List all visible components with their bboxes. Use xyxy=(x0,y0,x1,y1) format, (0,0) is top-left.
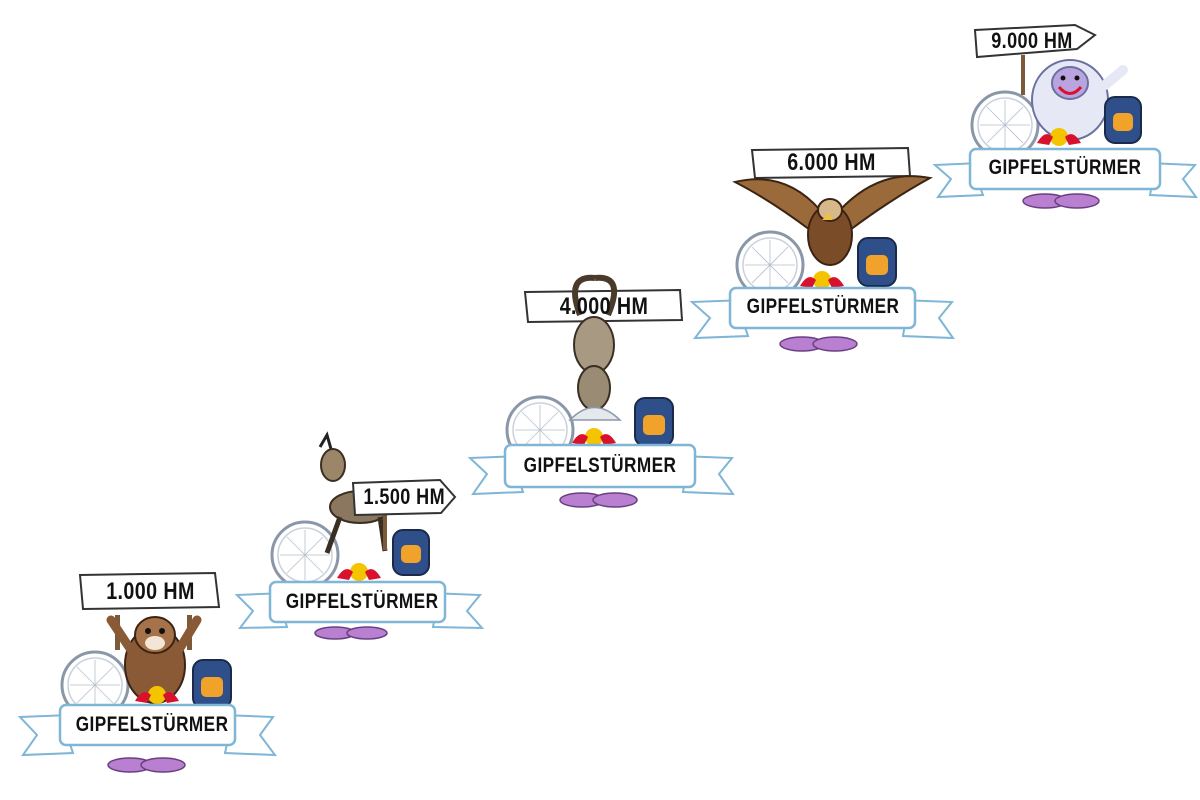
badge-4000-illustration xyxy=(467,274,735,508)
shoes-icon xyxy=(559,492,638,508)
red-bull-logo xyxy=(337,563,381,581)
badge-title: GIPFELSTÜRMER xyxy=(523,454,677,477)
shoes-icon xyxy=(314,626,388,640)
ibex-icon xyxy=(568,274,622,421)
badge-title: GIPFELSTÜRMER xyxy=(746,295,900,318)
banner-ribbon xyxy=(689,286,955,340)
altitude-label: 9.000 HM xyxy=(991,28,1073,53)
backpack-icon xyxy=(1104,96,1142,144)
altitude-label: 1.000 HM xyxy=(106,578,195,605)
backpack-icon xyxy=(392,529,430,576)
badge-1500-hm: 1.500 HM GIPFELSTÜRMER xyxy=(234,431,485,645)
backpack-icon xyxy=(634,397,674,447)
badge-1500-illustration xyxy=(234,431,485,640)
yeti-icon xyxy=(1031,59,1128,141)
badge-title: GIPFELSTÜRMER xyxy=(285,590,439,613)
red-bull-logo xyxy=(1037,128,1081,146)
altitude-label: 1.500 HM xyxy=(363,484,446,509)
badge-9000-hm: 9.000 HM GIPFELSTÜRMER xyxy=(932,5,1199,215)
shoes-icon xyxy=(107,757,186,773)
banner-ribbon xyxy=(17,703,278,757)
badge-title: GIPFELSTÜRMER xyxy=(988,156,1142,179)
eagle-icon xyxy=(732,175,933,266)
badge-title: GIPFELSTÜRMER xyxy=(75,713,229,736)
badge-6000-illustration xyxy=(689,146,955,352)
backpack-icon xyxy=(192,659,232,709)
badge-1000-illustration xyxy=(17,571,278,773)
marmot-icon xyxy=(106,615,202,704)
badge-1000-hm: 1.000 HM GIPFELSTÜRMER xyxy=(15,565,280,790)
bicycle-wheel-icon xyxy=(60,650,130,720)
red-bull-logo xyxy=(135,686,179,704)
badge-6000-hm: 6.000 HM GIPFELSTÜRMER xyxy=(689,140,955,365)
red-bull-logo xyxy=(572,428,616,446)
bicycle-wheel-icon xyxy=(970,90,1040,160)
badge-9000-illustration xyxy=(932,23,1199,209)
backpack-icon xyxy=(857,237,897,287)
red-bull-logo xyxy=(800,271,844,289)
banner-ribbon xyxy=(234,580,485,630)
banner-ribbon xyxy=(467,443,735,496)
shoes-icon xyxy=(779,336,858,352)
altitude-label: 4.000 HM xyxy=(559,293,649,320)
altitude-label: 6.000 HM xyxy=(787,149,876,176)
shoes-icon xyxy=(1022,193,1100,209)
badge-4000-hm: 4.000 HM GIPFELSTÜRMER xyxy=(467,270,735,515)
bicycle-wheel-icon xyxy=(270,520,340,590)
banner-ribbon xyxy=(932,147,1199,199)
